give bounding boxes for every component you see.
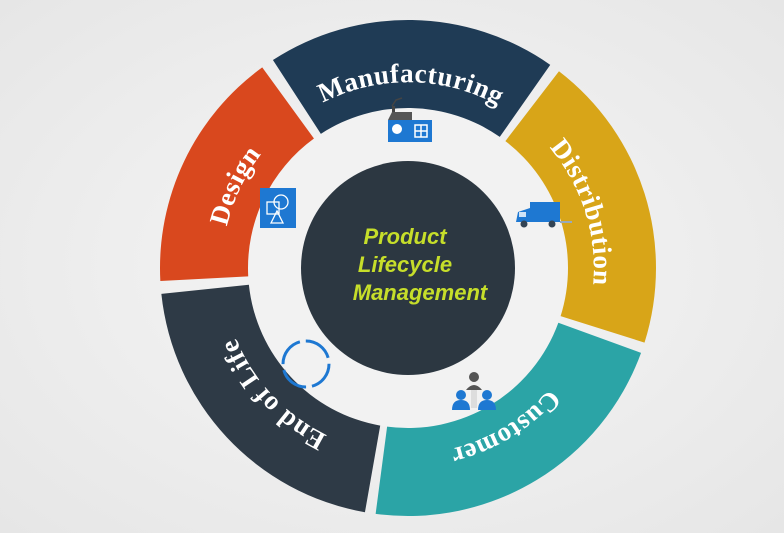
center-circle <box>301 161 515 375</box>
segment-design <box>160 67 314 281</box>
segment-end-of-life <box>161 284 381 513</box>
factory-icon <box>388 97 432 142</box>
design-shapes-icon <box>260 188 296 228</box>
center-title-line-3: Management <box>353 280 489 305</box>
truck-icon <box>516 202 572 228</box>
segment-customer <box>375 322 642 516</box>
center-title-line-1: Product <box>363 224 448 249</box>
people-hierarchy-icon <box>452 372 496 410</box>
center-title-line-2: Lifecycle <box>358 252 452 277</box>
segment-distribution <box>505 71 656 343</box>
segment-manufacturing <box>272 20 551 137</box>
cycle-icon <box>281 339 331 389</box>
